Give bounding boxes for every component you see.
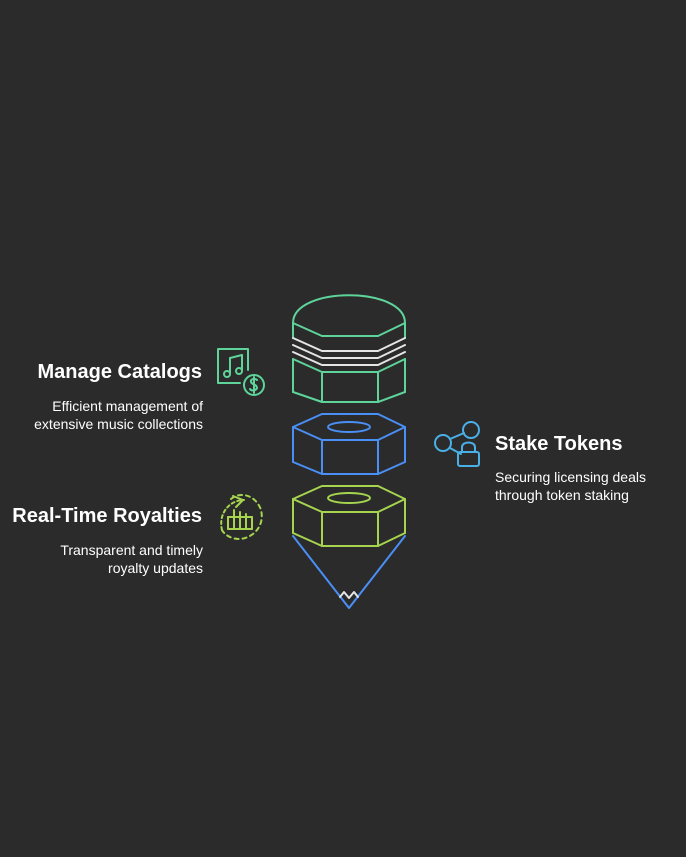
stake-tokens-title: Stake Tokens (495, 433, 623, 455)
green-nut-segment (292, 485, 406, 547)
blue-nut-segment (292, 413, 406, 475)
refresh-chart-icon (220, 494, 263, 540)
real-time-royalties-description: Transparent and timely royalty updates (60, 541, 203, 577)
description-line: extensive music collections (34, 416, 203, 432)
description-line: Transparent and timely (60, 542, 203, 558)
pencil-tip-segment (292, 535, 406, 609)
description-line: through token staking (495, 487, 629, 503)
description-line: royalty updates (108, 560, 203, 576)
share-lock-icon (434, 421, 480, 467)
top-cap-segment (292, 294, 406, 403)
stake-tokens-description: Securing licensing deals through token s… (495, 468, 646, 504)
ferrule-bands (292, 337, 406, 366)
description-line: Securing licensing deals (495, 469, 646, 485)
manage-catalogs-description: Efficient management of extensive music … (34, 397, 203, 433)
music-notes-dollar-icon (217, 348, 265, 396)
manage-catalogs-title: Manage Catalogs (37, 361, 202, 383)
description-line: Efficient management of (52, 398, 203, 414)
real-time-royalties-title: Real-Time Royalties (12, 505, 202, 527)
